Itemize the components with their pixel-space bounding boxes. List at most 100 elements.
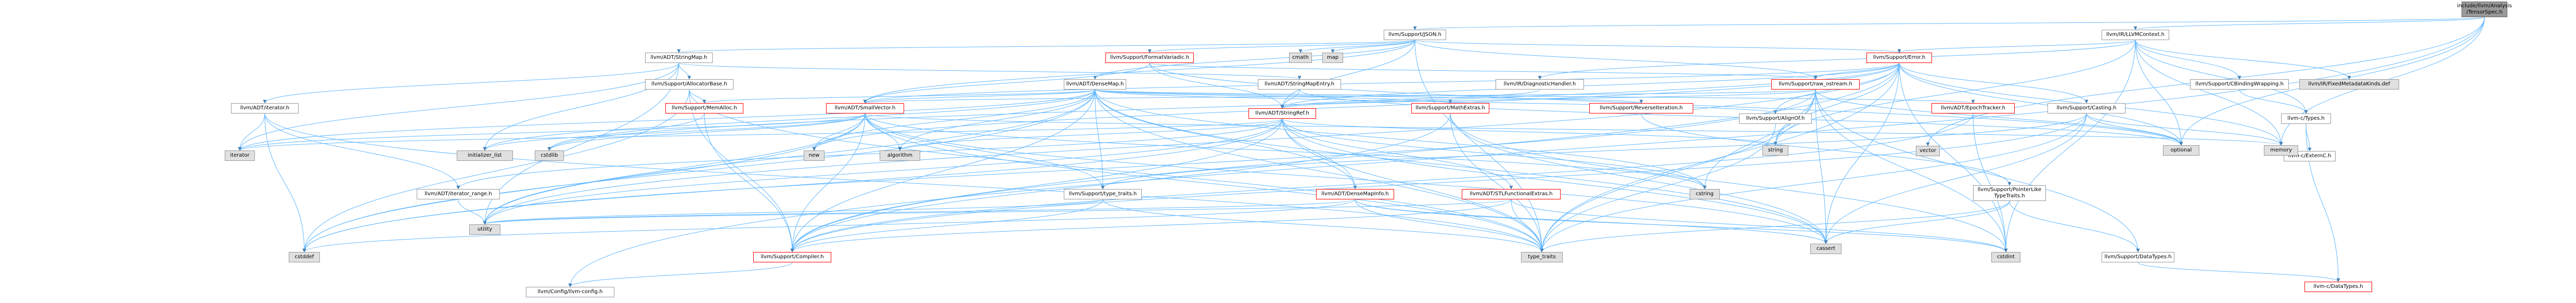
edge-support-error-to-utility <box>483 62 1900 225</box>
node-cstring[interactable]: cstring <box>1690 189 1720 199</box>
edge-stringref-to-algorithm <box>898 118 1283 151</box>
node-mathextras[interactable]: llvm/Support/MathExtras.h <box>1411 103 1489 113</box>
node-llvmconfig[interactable]: llvm/Config/llvm-config.h <box>526 287 614 297</box>
edge-raw-ostream-to-cassert <box>1815 89 1828 244</box>
node-cstddef[interactable]: cstddef <box>289 252 320 262</box>
edge-pointerliketypetraits-to-type-traits <box>1540 200 2010 253</box>
node-formatvariadic[interactable]: llvm/Support/FormatVariadic.h <box>1105 53 1194 63</box>
node-smallvector[interactable]: llvm/ADT/SmallVector.h <box>826 103 904 113</box>
edge-smallvector-to-type-traits-h <box>865 113 1105 190</box>
edge-json-to-support-error <box>1414 40 1901 53</box>
edge-densemapinfo-to-type-traits <box>1355 199 1544 253</box>
edge-smallvector-to-utility <box>483 113 866 225</box>
node-datatypes[interactable]: llvm/Support/DataTypes.h <box>2102 252 2174 262</box>
node-json[interactable]: llvm/Support/JSON.h <box>1384 30 1446 40</box>
node-string[interactable]: string <box>1762 145 1788 156</box>
edge-densemap-to-densemapinfo <box>1094 89 1357 190</box>
node-densemapinfo[interactable]: llvm/ADT/DenseMapInfo.h <box>1316 189 1394 199</box>
node-iterator-range[interactable]: llvm/ADT/iterator_range.h <box>417 189 500 199</box>
node-iterator[interactable]: iterator <box>225 150 255 161</box>
edge-llvmcontext-to-cstdint <box>2004 40 2136 253</box>
edge-densemapinfo-to-cstddef <box>302 199 1356 253</box>
edge-stringref-to-compiler <box>790 118 1283 253</box>
node-iterator-h[interactable]: llvm/ADT/iterator.h <box>231 103 299 113</box>
node-stringmap[interactable]: llvm/ADT/StringMap.h <box>645 53 713 63</box>
node-pointerliketypetraits[interactable]: llvm/Support/PointerLike TypeTraits.h <box>1973 185 2046 201</box>
edge-support-error-to-type-traits <box>1540 62 1900 253</box>
edge-formatvariadic-to-smallvector <box>863 62 1150 104</box>
edge-mathextras-to-compiler <box>790 113 1451 253</box>
edge-stringref-to-stlfunctionalextras <box>1282 118 1513 190</box>
node-cmath[interactable]: cmath <box>1289 53 1312 63</box>
edge-densemap-to-utility <box>483 89 1096 225</box>
edge-stringref-to-utility <box>483 118 1283 225</box>
node-casting[interactable]: llvm/Support/Casting.h <box>2047 103 2126 113</box>
edge-stringref-to-type-traits <box>1282 118 1544 253</box>
node-densemap[interactable]: llvm/ADT/DenseMap.h <box>1064 79 1126 90</box>
node-memalloc[interactable]: llvm/Support/MemAlloc.h <box>665 103 743 113</box>
edge-stringref-to-cstddef <box>302 118 1283 253</box>
node-cstdlib[interactable]: cstdlib <box>535 150 564 161</box>
edge-stringref-to-iterator-range <box>456 118 1283 190</box>
edge-json-to-raw-ostream <box>1414 40 1818 80</box>
edge-stringref-to-iterator <box>238 118 1283 151</box>
node-cdatatypes[interactable]: llvm-c/DataTypes.h <box>2304 282 2372 292</box>
edge-densemapinfo-to-utility <box>483 199 1356 225</box>
edge-raw-ostream-to-cstdint <box>1815 89 2008 253</box>
node-stringmapentry[interactable]: llvm/ADT/StringMapEntry.h <box>1258 79 1341 90</box>
edge-stringref-to-string <box>1282 118 1778 146</box>
edge-reverseiteration-to-pointerliketypetraits <box>1641 113 2012 186</box>
node-compiler[interactable]: llvm/Support/Compiler.h <box>753 252 831 262</box>
node-utility[interactable]: utility <box>469 224 500 235</box>
node-type-traits[interactable]: type_traits <box>1521 252 1563 262</box>
edge-allocatorbase-to-cstddef <box>302 89 690 253</box>
node-cstdint[interactable]: cstdint <box>1991 252 2020 262</box>
node-ctypes[interactable]: llvm-c/Types.h <box>2281 113 2331 124</box>
edge-json-to-stringmap <box>677 40 1415 53</box>
edge-allocatorbase-to-type-traits <box>689 89 1544 253</box>
node-vector[interactable]: vector <box>1916 146 1940 156</box>
node-fixedmetadatakinds[interactable]: llvm/IR/FixedMetadataKinds.def <box>2299 79 2399 90</box>
node-stlfunctionalextras[interactable]: llvm/ADT/STLFunctionalExtras.h <box>1462 189 1561 199</box>
edge-llvmcontext-to-cbindingwrapping <box>2135 40 2242 80</box>
node-cassert[interactable]: cassert <box>1810 244 1841 254</box>
node-diagnostichandler[interactable]: llvm/IR/DiagnosticHandler.h <box>1496 79 1584 90</box>
edge-casting-to-memory <box>2086 113 2283 146</box>
node-llvmcontext[interactable]: llvm/IR/LLVMContext.h <box>2102 30 2169 40</box>
edge-root-to-json <box>1413 17 2485 30</box>
edge-root-to-llvmcontext <box>2133 17 2485 30</box>
node-alignof[interactable]: llvm/Support/AlignOf.h <box>1739 113 1812 124</box>
node-new[interactable]: new <box>804 150 825 161</box>
node-support-error[interactable]: llvm/Support/Error.h <box>1866 53 1932 63</box>
node-algorithm[interactable]: algorithm <box>880 150 920 161</box>
edge-stringmap-to-stringmapentry <box>678 62 1302 80</box>
edge-memalloc-to-cstdlib <box>547 113 705 151</box>
node-memory[interactable]: memory <box>2264 145 2298 156</box>
edge-raw-ostream-to-datatypes <box>1815 89 2140 253</box>
edge-pointerliketypetraits-to-cassert <box>1824 200 2010 244</box>
edge-densemap-to-cassert <box>1094 89 1828 244</box>
node-raw-ostream[interactable]: llvm/Support/raw_ostream.h <box>1771 79 1860 90</box>
edge-iterator-h-to-iterator <box>238 113 265 151</box>
node-type-traits-h[interactable]: llvm/Support/type_traits.h <box>1064 189 1142 199</box>
node-map[interactable]: map <box>1322 53 1343 63</box>
edge-densemapinfo-to-cstdint <box>1355 199 2008 253</box>
edge-casting-to-optional <box>2086 113 2183 146</box>
edge-llvmcontext-to-optional <box>2135 40 2183 146</box>
edge-type-traits-h-to-utility <box>483 199 1103 225</box>
edge-llvmcontext-to-diagnostichandler <box>1538 40 2136 80</box>
edge-stringmap-to-iterator-h <box>263 62 679 104</box>
edge-llvmcontext-to-support-error <box>1897 40 2136 53</box>
node-root[interactable]: include/llvm/Analysis /TensorSpec.h <box>2457 2 2512 17</box>
edge-smallvector-to-cassert <box>865 113 1828 244</box>
node-reverseiteration[interactable]: llvm/Support/ReverseIteration.h <box>1589 103 1693 113</box>
node-optional[interactable]: optional <box>2163 145 2199 156</box>
node-epochtracker[interactable]: llvm/ADT/EpochTracker.h <box>1931 103 2015 113</box>
node-stringref[interactable]: llvm/ADT/StringRef.h <box>1248 108 1316 119</box>
edge-llvmcontext-to-fixedmetadatakinds <box>2135 40 2351 80</box>
node-allocatorbase[interactable]: llvm/Support/AllocatorBase.h <box>645 79 733 90</box>
edge-smallvector-to-iterator <box>238 113 866 151</box>
node-cbindingwrapping[interactable]: llvm/Support/CBindingWrapping.h <box>2190 79 2289 90</box>
node-initializer-list[interactable]: initializer_list <box>457 150 513 161</box>
edge-formatvariadic-to-stringref <box>1149 62 1284 109</box>
